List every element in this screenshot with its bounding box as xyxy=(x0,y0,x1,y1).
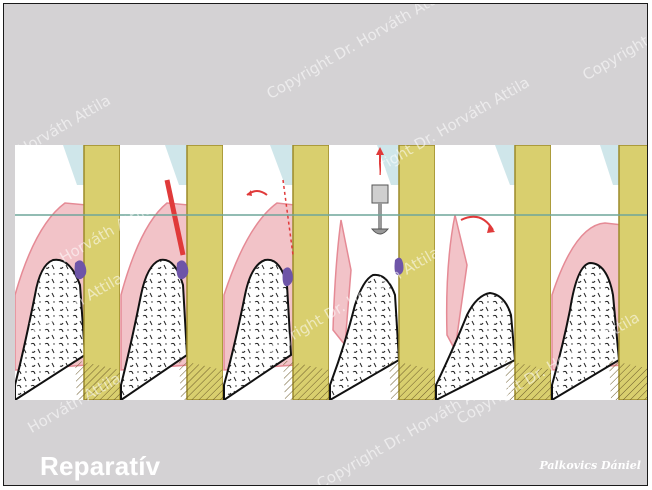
panel-2 xyxy=(120,145,223,400)
author-credit: Palkovics Dániel xyxy=(539,459,641,472)
periodontal-surgery-illustration xyxy=(15,145,648,400)
panel-4 xyxy=(329,145,435,400)
slide-title: Reparatív xyxy=(40,451,160,482)
curette-handle xyxy=(372,185,388,203)
watermark: Copyright Dr. Horváth Attila xyxy=(263,3,452,103)
panel-3 xyxy=(223,145,329,400)
slide: Horváth Attila Copyright Dr. Horváth Att… xyxy=(3,3,648,486)
panel-5 xyxy=(435,145,551,400)
illustration-svg xyxy=(15,145,648,400)
watermark: Copyright xyxy=(579,32,648,84)
panel-1 xyxy=(15,145,120,400)
panel-6 xyxy=(551,145,648,400)
